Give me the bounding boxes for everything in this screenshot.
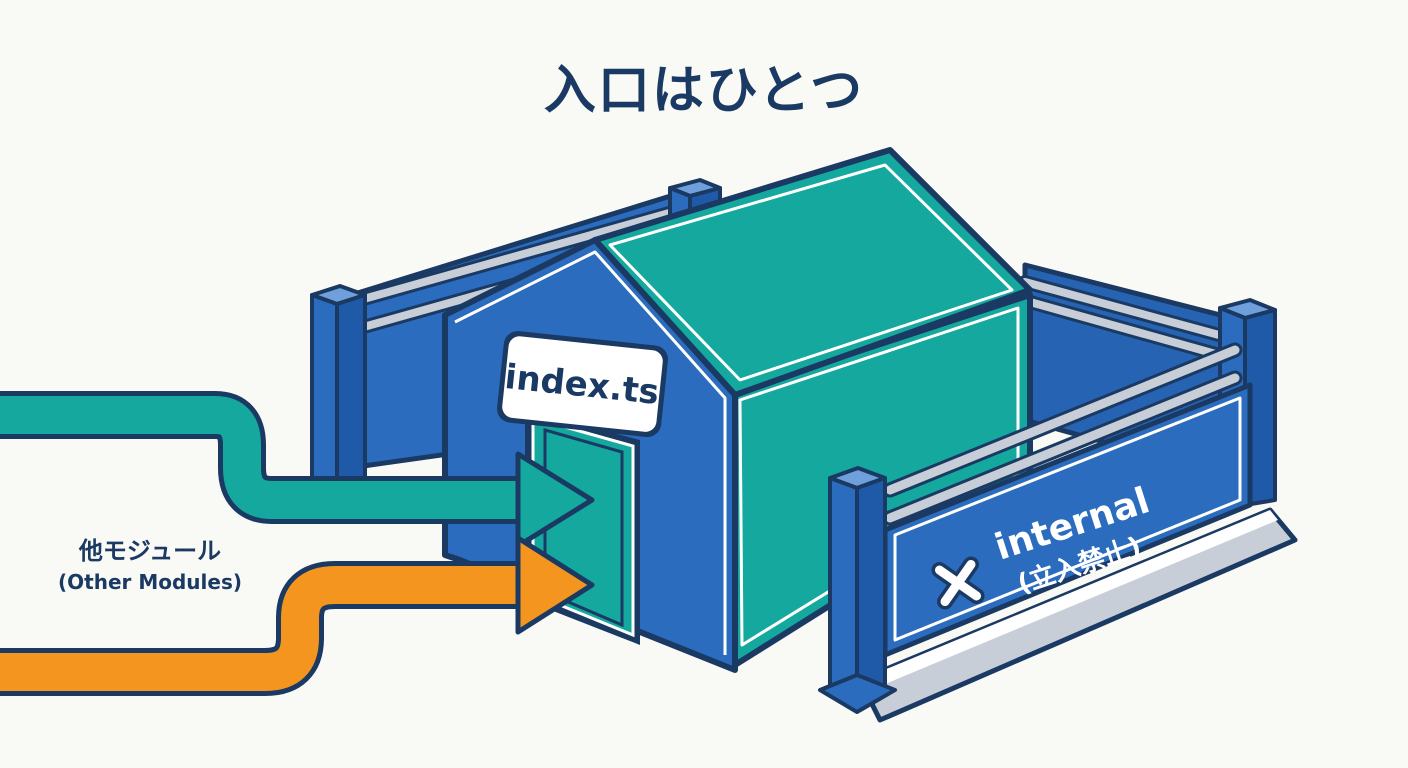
fence-post-left xyxy=(310,284,367,502)
index-sign: index.ts xyxy=(497,331,668,438)
other-modules-label: 他モジュール (Other Modules) xyxy=(10,534,290,596)
internal-fence: internal (立入禁止) xyxy=(818,342,1298,723)
other-modules-title: 他モジュール xyxy=(78,537,222,565)
other-modules-subtitle: (Other Modules) xyxy=(58,570,242,594)
cross-icon xyxy=(931,556,985,610)
page-title: 入口はひとつ xyxy=(543,61,865,121)
fence-post-front xyxy=(818,466,897,714)
orange-arrow xyxy=(0,535,595,696)
other-modules-arrows xyxy=(0,391,595,696)
teal-arrow xyxy=(0,391,595,549)
